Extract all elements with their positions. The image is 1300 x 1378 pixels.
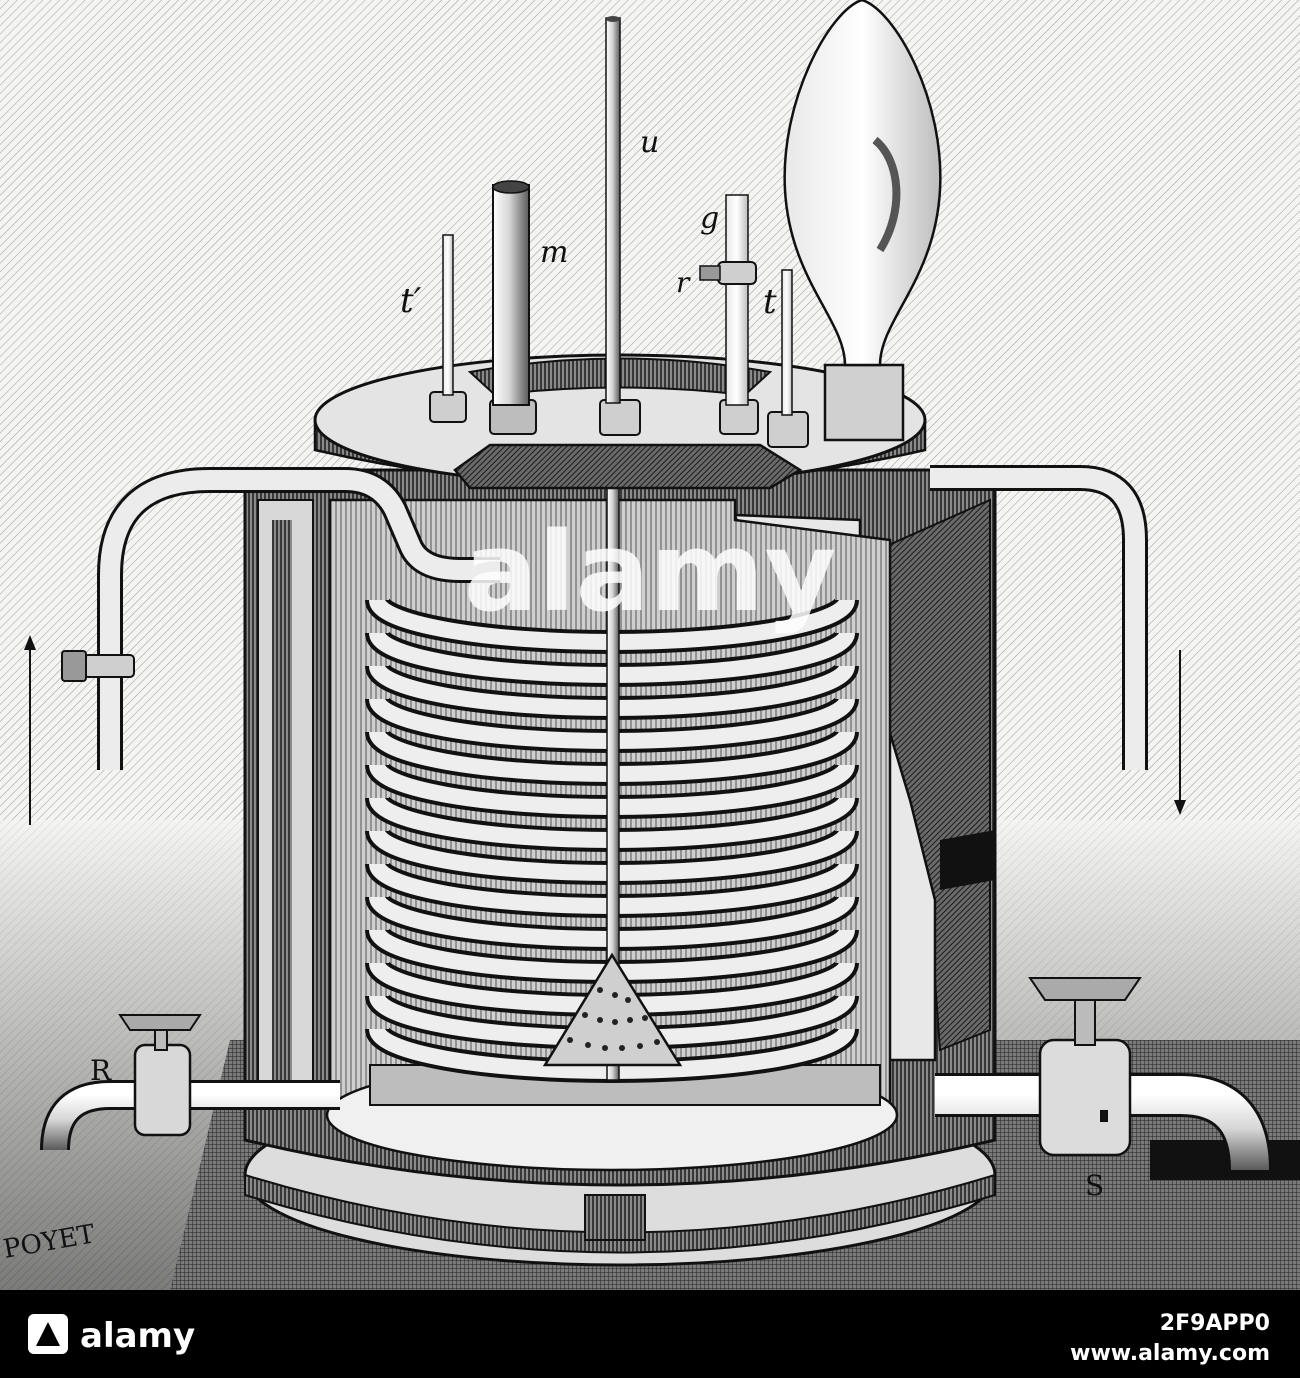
diagram-labels: u m g r t′ t R S POYET (1, 125, 1104, 1265)
inlet-pipe-left (61, 467, 500, 770)
label-m: m (540, 235, 568, 270)
central-stirrer (542, 379, 683, 1081)
stock-bar-brand: alamy (80, 1316, 195, 1356)
label-R: R (90, 1054, 112, 1087)
label-t: t (763, 282, 777, 322)
label-S: S (1085, 1169, 1104, 1202)
flow-arrows (24, 635, 1186, 825)
stock-bar (0, 1290, 1300, 1378)
label-r: r (676, 266, 691, 299)
stock-image-id: 2F9APP0 (1160, 1311, 1270, 1336)
label-u: u (640, 125, 659, 160)
drain-tap-R (40, 1014, 340, 1151)
drain-tap-S (935, 977, 1272, 1171)
watermark-brand: alamy (464, 508, 837, 636)
outlet-pipe-right (930, 465, 1148, 770)
lid-instruments (429, 0, 942, 448)
stock-url: www.alamy.com (1070, 1341, 1270, 1366)
label-g: g (700, 201, 719, 236)
stock-watermark: alamy (464, 508, 837, 636)
stock-bar-logo: alamy (28, 1314, 195, 1356)
label-t-prime: t′ (400, 281, 422, 321)
